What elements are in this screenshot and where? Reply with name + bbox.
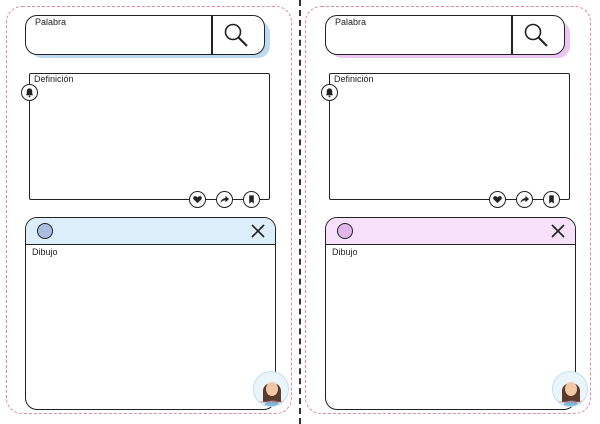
window-dot <box>37 223 53 239</box>
bell-icon[interactable] <box>21 84 38 101</box>
card-left <box>6 6 292 414</box>
author-logo: Recurso Bilingüe <box>552 371 588 407</box>
drawing-label: Dibujo <box>332 247 358 257</box>
word-label: Palabra <box>335 17 367 27</box>
window-dot <box>337 223 353 239</box>
drawing-window[interactable]: Dibujo <box>325 217 576 410</box>
share-icon[interactable] <box>216 191 233 208</box>
word-label: Palabra <box>35 17 67 27</box>
search-bar[interactable]: Palabra <box>25 15 265 55</box>
drawing-window[interactable]: Dibujo <box>25 217 276 410</box>
heart-icon[interactable] <box>189 191 206 208</box>
bookmark-icon[interactable] <box>243 191 260 208</box>
drawing-window-header <box>326 218 575 245</box>
logo-text: Recurso Bilingüe <box>255 399 287 404</box>
share-icon[interactable] <box>516 191 533 208</box>
card-right <box>305 6 591 414</box>
heart-icon[interactable] <box>489 191 506 208</box>
search-bar[interactable]: Palabra <box>325 15 565 55</box>
search-divider <box>211 16 213 54</box>
definition-label: Definición <box>34 74 74 84</box>
definition-label: Definición <box>334 74 374 84</box>
close-icon[interactable] <box>550 223 566 239</box>
author-logo: Recurso Bilingüe <box>253 371 289 407</box>
drawing-window-header <box>26 218 275 245</box>
drawing-label: Dibujo <box>32 247 58 257</box>
bookmark-icon[interactable] <box>543 191 560 208</box>
definition-box[interactable]: Definición <box>29 73 270 200</box>
cut-line <box>299 0 301 424</box>
search-divider <box>511 16 513 54</box>
search-icon[interactable] <box>222 21 250 49</box>
definition-box[interactable]: Definición <box>329 73 570 200</box>
logo-text: Recurso Bilingüe <box>554 399 586 404</box>
bell-icon[interactable] <box>321 84 338 101</box>
close-icon[interactable] <box>250 223 266 239</box>
search-icon[interactable] <box>522 21 550 49</box>
